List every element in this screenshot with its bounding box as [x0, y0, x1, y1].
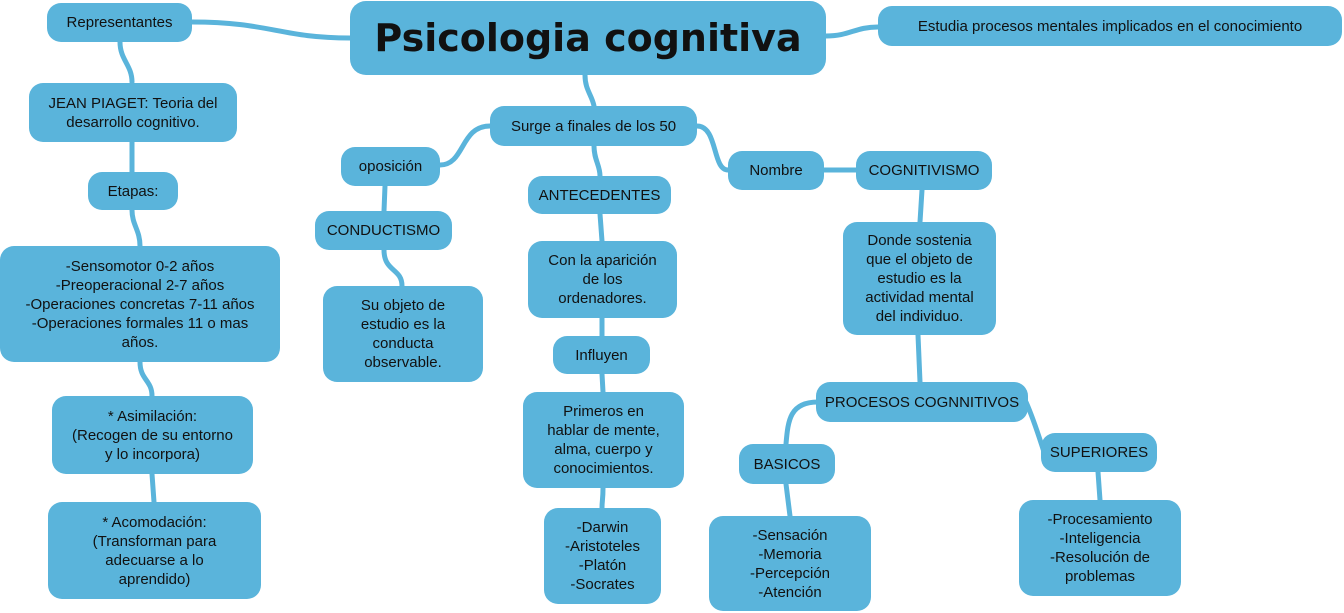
stages-node: -Sensomotor 0-2 años -Preoperacional 2-7…	[0, 246, 280, 362]
asimilacion-node: * Asimilación: (Recogen de su entorno y …	[52, 396, 253, 474]
surge-node: Surge a finales de los 50	[490, 106, 697, 146]
link-cognitivismo-object	[917, 187, 925, 225]
link-representantes-piaget	[117, 39, 135, 85]
antecedentes-node: ANTECEDENTES	[528, 176, 671, 214]
link-primeros-philosophers	[599, 485, 606, 511]
link-procesos-basicos	[783, 399, 821, 447]
link-title-definition	[823, 24, 881, 39]
link-conductismo-objeto	[381, 247, 405, 289]
link-surge-oposicion	[437, 123, 493, 168]
piaget-node: JEAN PIAGET: Teoria del desarrollo cogni…	[29, 83, 237, 142]
procesos-node: PROCESOS COGNNITIVOS	[816, 382, 1028, 422]
link-asimilacion-acomodacion	[149, 471, 157, 505]
conductismo-object-node: Su objeto de estudio es la conducta obse…	[323, 286, 483, 382]
nombre-node: Nombre	[728, 151, 824, 190]
etapas-node: Etapas:	[88, 172, 178, 210]
computers-node: Con la aparición de los ordenadores.	[528, 241, 677, 318]
oposicion-node: oposición	[341, 147, 440, 186]
link-title-representantes	[189, 19, 353, 41]
link-object-procesos	[915, 332, 923, 385]
link-surge-antecedentes	[591, 143, 603, 179]
link-antecedentes-computers	[597, 211, 605, 244]
basicos-node: BASICOS	[739, 444, 835, 484]
link-influyen-primeros	[599, 371, 606, 395]
map-title: Psicologia cognitiva	[350, 1, 826, 75]
link-etapas-stages	[129, 207, 143, 249]
definition-node: Estudia procesos mentales implicados en …	[878, 6, 1342, 46]
cognitivismo-node: COGNITIVISMO	[856, 151, 992, 190]
basicos-list-node: -Sensación -Memoria -Percepción -Atenció…	[709, 516, 871, 611]
link-title-surge	[582, 72, 597, 109]
cognitivismo-object-node: Donde sostenia que el objeto de estudio …	[843, 222, 996, 335]
link-basicos-list	[783, 481, 793, 519]
link-surge-nombre	[694, 123, 731, 173]
link-oposicion-conductismo	[381, 183, 388, 214]
acomodacion-node: * Acomodación: (Transforman para adecuar…	[48, 502, 261, 599]
link-superiores-list	[1095, 469, 1103, 503]
first-speak-node: Primeros en hablar de mente, alma, cuerp…	[523, 392, 684, 488]
superiores-list-node: -Procesamiento -Inteligencia -Resolución…	[1019, 500, 1181, 596]
superiores-node: SUPERIORES	[1041, 433, 1157, 472]
conductismo-node: CONDUCTISMO	[315, 211, 452, 250]
link-stages-asimilacion	[137, 359, 155, 399]
philosophers-node: -Darwin -Aristoteles -Platón -Socrates	[544, 508, 661, 604]
representantes-node: Representantes	[47, 3, 192, 42]
influyen-node: Influyen	[553, 336, 650, 374]
